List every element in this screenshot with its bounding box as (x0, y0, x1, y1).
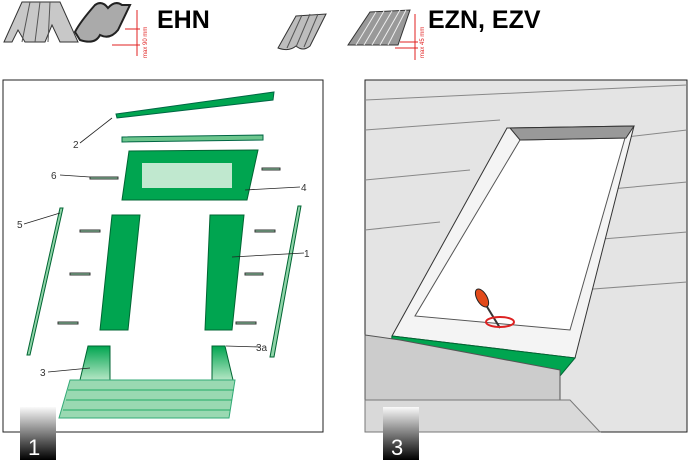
part-label-4: 4 (301, 183, 307, 194)
part-label-3: 3 (40, 368, 46, 379)
wave-roofing-icon (277, 13, 327, 51)
tile-profile-icon (73, 2, 140, 56)
shallow-profile-icon (347, 9, 418, 60)
roof-installation-panel: 3 (364, 79, 688, 460)
part-label-3a: 3a (256, 343, 268, 354)
part-label-2: 2 (73, 140, 79, 151)
right-title: EZN, EZV (428, 6, 541, 34)
part-label-5: 5 (17, 220, 23, 231)
left-dimension-label: max 90 mm (143, 27, 149, 58)
left-title: EHN (157, 6, 210, 34)
step-badge-1 (20, 407, 56, 460)
screwdriver-icon (474, 288, 515, 329)
right-dimension-label: max 45 mm (420, 27, 426, 58)
step-number-1: 1 (28, 435, 40, 460)
part-label-1: 1 (304, 249, 310, 260)
step-badge-3 (383, 407, 419, 460)
exploded-flashing-panel: 2 6 4 5 1 3a 3 1 (2, 79, 324, 460)
part-label-6: 6 (51, 171, 57, 182)
step-number-3: 3 (391, 435, 403, 460)
corrugated-roofing-icon (3, 1, 79, 43)
